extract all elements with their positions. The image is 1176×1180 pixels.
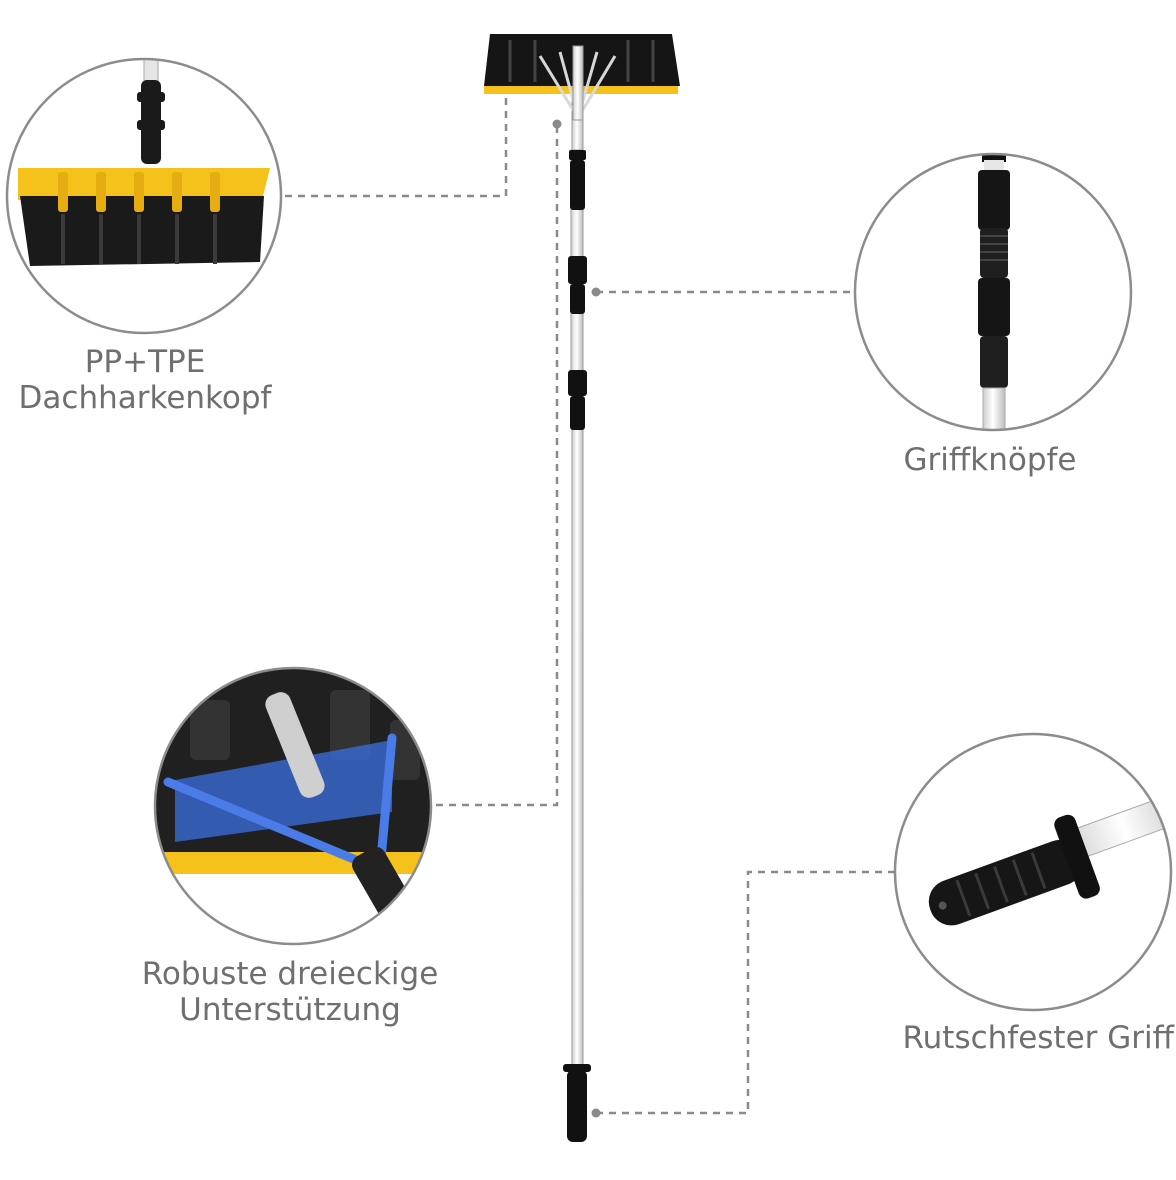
caption-triangular-support-line1: Robuste dreieckige bbox=[141, 956, 439, 992]
caption-triangular-support-line2: Unterstützung bbox=[179, 992, 401, 1028]
callout-grip bbox=[893, 732, 1173, 1012]
caption-rake-head-line1: PP+TPE bbox=[84, 344, 206, 380]
caption-grip-knobs: Griffknöpfe bbox=[890, 442, 1090, 478]
caption-triangular-support: Robuste dreieckige Unterstützung bbox=[125, 956, 455, 1028]
pole-end-grip bbox=[563, 1064, 591, 1142]
leader-line-head bbox=[285, 75, 508, 198]
caption-grip-knobs-line1: Griffknöpfe bbox=[903, 442, 1077, 478]
leader-lines bbox=[285, 75, 894, 1115]
callout-head bbox=[5, 57, 283, 335]
caption-rake-head-line2: Dachharkenkopf bbox=[18, 380, 272, 416]
telescopic-pole bbox=[563, 89, 591, 1142]
caption-rake-head: PP+TPE Dachharkenkopf bbox=[10, 344, 280, 416]
pole-lock-knob bbox=[568, 150, 587, 430]
leader-line-support bbox=[436, 124, 559, 807]
leader-line-grip bbox=[596, 870, 894, 1115]
callout-support bbox=[153, 666, 433, 946]
rake-head bbox=[484, 34, 680, 121]
callout-knobs bbox=[853, 152, 1133, 432]
caption-anti-slip-grip-line1: Rutschfester Griff bbox=[902, 1020, 1175, 1056]
caption-anti-slip-grip: Rutschfester Griff bbox=[890, 1020, 1175, 1056]
leader-dots bbox=[501, 70, 601, 1118]
